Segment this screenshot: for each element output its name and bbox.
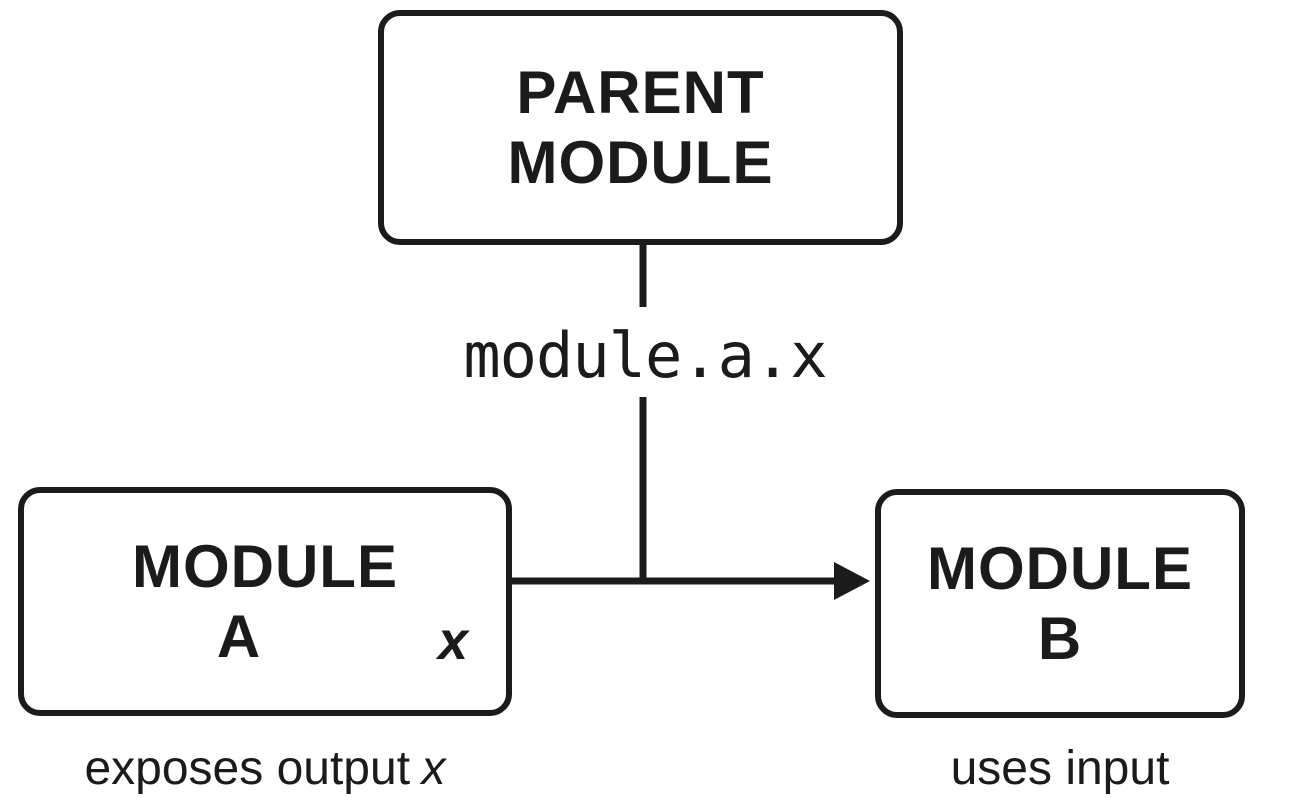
node-module-a: MODULE A x	[18, 487, 512, 716]
caption-module-b: uses input	[875, 740, 1245, 798]
node-parent-module: PARENT MODULE	[378, 10, 903, 245]
node-module-b: MODULE B	[875, 489, 1245, 718]
caption-a-variable: x	[421, 742, 446, 795]
node-parent-label-line2: MODULE	[507, 128, 774, 196]
caption-b-text: uses input	[950, 742, 1170, 795]
caption-a-text: exposes output	[84, 742, 411, 795]
arrowhead-icon	[834, 562, 870, 600]
node-b-label-line1: MODULE	[927, 534, 1193, 602]
node-a-label-line1: MODULE	[132, 532, 398, 600]
node-b-label-line2: B	[1037, 604, 1083, 672]
node-a-label-line2: A	[216, 602, 262, 670]
node-a-output-port-x: x	[437, 611, 468, 671]
edge-label-module-a-x: module.a.x	[459, 318, 831, 394]
node-parent-label-line1: PARENT	[516, 58, 765, 126]
